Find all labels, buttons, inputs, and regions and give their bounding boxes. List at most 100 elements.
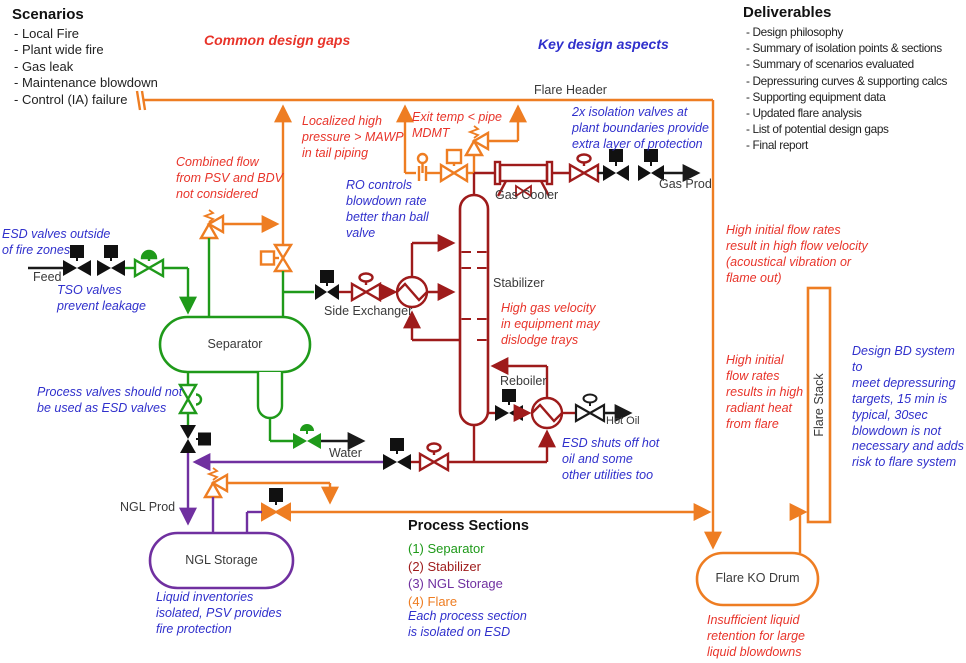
separator-boot (256, 372, 293, 443)
deliverables-title: Deliverables (743, 4, 832, 21)
stab-feed-globe-valve (339, 272, 398, 303)
tso-dome (300, 424, 314, 431)
bdv-valve (272, 243, 294, 261)
scenario-item: - Maintenance blowdown (14, 75, 158, 91)
bottoms-globe-valve (411, 442, 474, 473)
liquid-control-valve (177, 383, 203, 415)
ngl-storage-label: NGL Storage (185, 553, 258, 567)
annotation-exit-temp: Exit temp < pipe MDMT (412, 110, 502, 140)
hot-oil-esd-valve (489, 389, 532, 422)
gas-prod-label: Gas Prod (659, 177, 712, 191)
side-exchanger-loop (403, 234, 460, 342)
annotation-esd-hot-oil: ESD shuts off hot oil and some other uti… (562, 436, 660, 482)
ngl-storage-vessel (148, 531, 295, 590)
process-section-separator: (1) Separator (408, 541, 485, 556)
water-label: Water (329, 446, 362, 460)
annotation-2x-isolation-valves: 2x isolation valves at plant boundaries … (572, 105, 709, 151)
stab-feed-esd-valve (315, 270, 339, 300)
separator-liquid-line (177, 372, 211, 453)
stabilizer-trays (461, 251, 487, 341)
ngl-lines (179, 453, 383, 533)
scenarios-list: - Local Fire - Plant wide fire - Gas lea… (14, 26, 158, 108)
feed-line (28, 245, 197, 315)
feed-tso-valve (133, 249, 165, 279)
separator-bdv-riser (259, 104, 294, 273)
ia-break-tick (135, 90, 142, 111)
stabilizer-column (458, 193, 490, 427)
deliverable-item: - Design philosophy (746, 25, 843, 39)
ngl-bdv-valve (261, 488, 291, 522)
stabilizer-label: Stabilizer (493, 276, 545, 290)
hot-oil-globe-valve (562, 393, 633, 423)
process-sections-title: Process Sections (408, 518, 529, 534)
flare-stack-vessel (806, 286, 832, 524)
flare-header-label: Flare Header (534, 83, 607, 97)
scenario-item: - Plant wide fire (14, 42, 104, 58)
process-section-flare: (4) Flare (408, 593, 458, 609)
drum-to-stack-line (789, 503, 808, 553)
annotation-high-initial-radiant: High initial flow rates results in high … (726, 353, 804, 431)
liquid-esd-valve (180, 425, 211, 453)
cooler-legs (496, 180, 551, 197)
process-section-stabilizer: (2) Stabilizer (408, 558, 481, 574)
hot-oil-label: Hot Oil (606, 415, 640, 427)
psv-spring (202, 209, 215, 223)
tso-dome (140, 249, 158, 260)
ngl-prod-label: NGL Prod (120, 500, 176, 514)
stabilizer-bd-line (396, 104, 474, 184)
valve-handle (195, 393, 203, 406)
flare-header-line (135, 90, 722, 550)
water-valve (293, 424, 321, 449)
annotation-localized-high-pressure: Localized high pressure > MAWP in tail p… (302, 114, 404, 160)
feed-esd-valve-2 (97, 245, 125, 276)
stabilizer-psv (463, 104, 527, 173)
annotation-esd-outside-fire-zones: ESD valves outside of fire zones (2, 227, 111, 257)
gasprod-globe-valve (568, 153, 600, 184)
deliverable-item: - Summary of scenarios evaluated (746, 57, 914, 72)
annotation-design-bd-system: Design BD system to meet depressuring ta… (852, 344, 964, 470)
process-section-ngl-storage: (3) NGL Storage (408, 576, 503, 591)
deliverable-item: - Final report (746, 138, 808, 153)
deliverable-item: - Updated flare analysis (746, 106, 862, 121)
separator-label: Separator (207, 337, 263, 351)
annotation-ro-controls: RO controls blowdown rate better than ba… (346, 178, 429, 240)
gas-cooler-label: Gas Cooler (495, 188, 559, 202)
side-exchanger (395, 275, 456, 309)
deliverable-item: - List of potential design gaps (746, 122, 889, 137)
annotation-combined-flow: Combined flow from PSV and BDV not consi… (176, 155, 283, 201)
flare-ko-drum-label: Flare KO Drum (715, 571, 800, 585)
gasprod-esd-valves (598, 149, 701, 182)
gas-cooler (474, 160, 570, 198)
separator-vessel (158, 315, 312, 374)
scenarios-title: Scenarios (12, 6, 84, 23)
deliverables-list: - Design philosophy - Summary of isolati… (746, 24, 947, 154)
annotation-high-gas-velocity: High gas velocity in equipment may dislo… (501, 301, 600, 347)
psv-spring (467, 125, 480, 139)
annotation-liquid-inventories: Liquid inventories isolated, PSV provide… (156, 590, 282, 636)
bdv-valve (439, 162, 457, 184)
scenario-item: - Local Fire (14, 26, 80, 41)
scenario-item: - Control (IA) failure (14, 91, 128, 107)
common-design-gaps-heading: Common design gaps (204, 32, 351, 48)
scenario-item: - Gas leak (14, 58, 74, 74)
annotation-insufficient-liquid: Insufficient liquid retention for large … (707, 613, 805, 659)
deliverable-item: - Depressuring curves & supporting calcs (746, 73, 948, 88)
deliverable-item: - Supporting equipment data (746, 89, 886, 104)
feed-esd-valve-1 (63, 245, 91, 276)
esd-actuator (269, 488, 283, 502)
bottoms-esd-valve (383, 438, 411, 470)
deliverable-item: - Summary of isolation points & sections (746, 41, 942, 56)
separator-psv (198, 209, 280, 240)
annotation-high-initial-velocity: High initial flow rates result in high f… (726, 223, 868, 285)
annotation-tso-valves: TSO valves prevent leakage (57, 283, 146, 313)
feed-label: Feed (33, 270, 62, 284)
psv-spring (206, 467, 219, 481)
key-design-aspects-heading: Key design aspects (538, 36, 669, 52)
reboiler-loop (472, 357, 556, 464)
annotation-each-process-section: Each process section is isolated on ESD (408, 609, 527, 639)
annotation-process-valves: Process valves should not be used as ESD… (37, 385, 183, 415)
side-exchanger-label: Side Exchanger (324, 304, 413, 318)
ngl-psv (202, 467, 339, 505)
